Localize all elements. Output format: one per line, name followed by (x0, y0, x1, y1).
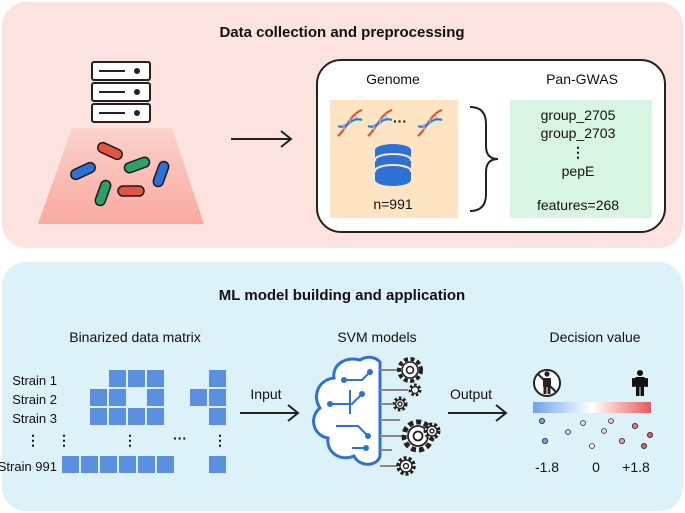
gene-item: pepE (562, 163, 595, 179)
svm-label: SVM models (337, 329, 416, 345)
decision-dots (539, 417, 654, 449)
genome-label: Genome (366, 71, 420, 87)
input-arrow (240, 404, 300, 422)
top-panel-title: Data collection and preprocessing (219, 24, 464, 41)
pangwas-box (510, 100, 652, 218)
scale-min-label: -1.8 (535, 459, 559, 475)
database-icon (374, 144, 412, 186)
gear-icon (408, 383, 422, 397)
gene-ellipsis: ⋮ (571, 144, 585, 160)
dna-icon (337, 108, 443, 137)
server-icon (91, 61, 151, 123)
strain-ellipsis: ⋮ (26, 432, 40, 448)
gear-icon (392, 396, 408, 412)
gene-item: group_2703 (541, 125, 616, 141)
strain-label: Strain 2 (12, 392, 57, 407)
process-arrow (231, 130, 293, 148)
gear-icon (397, 357, 423, 383)
gear-icon (423, 422, 441, 440)
input-label: Input (250, 386, 281, 402)
features-label: features=268 (537, 197, 619, 213)
gene-item: group_2705 (541, 107, 616, 123)
dna-ellipsis: ··· (393, 113, 407, 129)
output-label: Output (450, 386, 492, 402)
brace (469, 106, 499, 212)
scale-mid-label: 0 (592, 459, 600, 475)
person-icon (632, 370, 648, 396)
matrix-label: Binarized data matrix (69, 329, 201, 345)
strain-label: Strain 1 (12, 373, 57, 388)
column-ellipsis: ⋮ (123, 432, 137, 448)
no-person-icon (533, 369, 561, 397)
bottom-panel-title: ML model building and application (219, 287, 465, 304)
strain-label: Strain 3 (12, 411, 57, 426)
circuit-lines (380, 369, 412, 467)
sample-tray (38, 128, 204, 224)
matrix-cells (62, 370, 226, 473)
column-ellipsis: ⋮ (57, 432, 71, 448)
row-ellipsis: ··· (173, 430, 187, 446)
n-label: n=991 (373, 196, 413, 212)
decision-label: Decision value (549, 329, 640, 345)
gear-icon (396, 456, 416, 476)
output-arrow (448, 404, 508, 422)
decision-scale-bar (533, 402, 651, 413)
column-ellipsis: ⋮ (213, 432, 227, 448)
brain-icon (312, 355, 382, 466)
strain-label: Strain 991 (0, 459, 57, 474)
bacteria-icon (69, 141, 170, 207)
scale-max-label: +1.8 (622, 459, 650, 475)
pangwas-label: Pan-GWAS (546, 71, 618, 87)
